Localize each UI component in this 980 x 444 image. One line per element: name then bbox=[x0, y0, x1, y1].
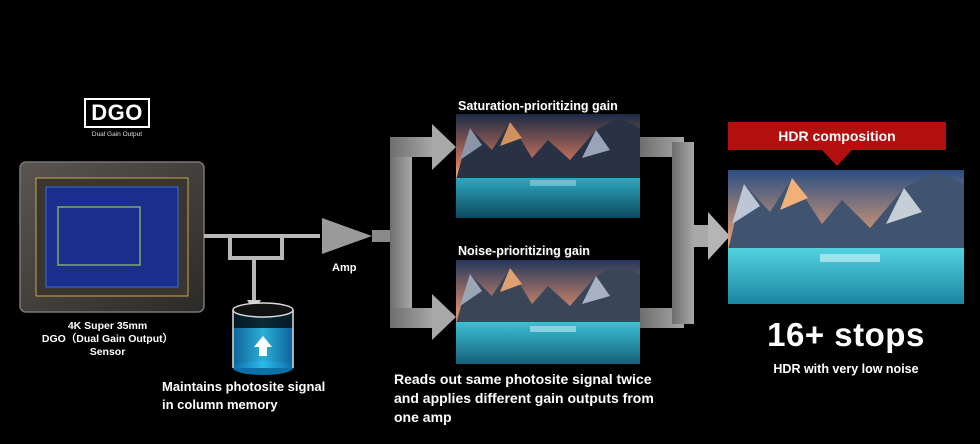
hdr-composite-image bbox=[728, 170, 964, 304]
banner-arrow bbox=[822, 150, 852, 166]
sensor-chip bbox=[19, 161, 205, 313]
stops-subtitle: HDR with very low noise bbox=[773, 362, 919, 376]
amp-label: Amp bbox=[332, 262, 357, 274]
noise-gain-title: Noise-prioritizing gain bbox=[458, 244, 590, 258]
memory-caption: Maintains photosite signal in column mem… bbox=[162, 378, 325, 414]
readout-caption-line: Reads out same photosite signal twice bbox=[394, 371, 652, 387]
dgo-logo-subtitle: Dual Gain Output bbox=[91, 131, 143, 138]
sensor-caption-line: DGO（Dual Gain Output） bbox=[41, 333, 174, 345]
stops-headline: 16+ stops bbox=[767, 316, 925, 353]
memory-caption-line: in column memory bbox=[162, 397, 278, 412]
sensor-caption-line: Sensor bbox=[89, 346, 126, 358]
amp-triangle bbox=[322, 218, 372, 254]
column-memory-icon bbox=[232, 302, 294, 375]
readout-caption-line: one amp bbox=[394, 409, 452, 425]
hdr-composition-banner: HDR composition bbox=[728, 122, 946, 150]
dgo-logo: DGO Dual Gain Output bbox=[84, 98, 150, 138]
saturation-gain-title: Saturation-prioritizing gain bbox=[458, 99, 618, 113]
sensor-caption: 4K Super 35mm DGO（Dual Gain Output） Sens… bbox=[20, 320, 195, 359]
readout-caption-line: and applies different gain outputs from bbox=[394, 390, 654, 406]
memory-caption-line: Maintains photosite signal bbox=[162, 379, 326, 394]
dgo-logo-text: DGO bbox=[84, 98, 150, 128]
sensor-caption-line: 4K Super 35mm bbox=[67, 320, 148, 332]
merge-bracket bbox=[640, 137, 730, 328]
signal-lines bbox=[204, 234, 320, 302]
saturation-gain-image bbox=[456, 114, 640, 218]
split-bracket bbox=[372, 124, 456, 340]
noise-gain-image bbox=[456, 260, 640, 364]
readout-caption: Reads out same photosite signal twice an… bbox=[394, 370, 654, 427]
